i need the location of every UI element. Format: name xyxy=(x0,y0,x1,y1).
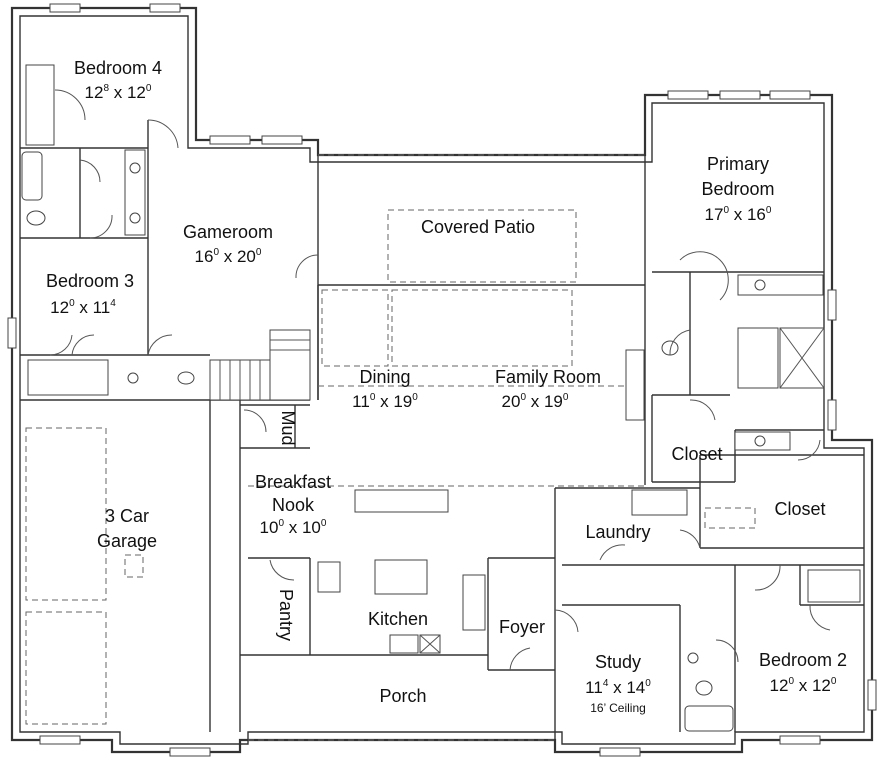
garage-name-1: 3 Car xyxy=(105,506,149,526)
porch-name: Porch xyxy=(379,686,426,706)
exterior-walls xyxy=(10,6,874,754)
ceiling-lines xyxy=(25,154,645,741)
dining-dims: 110 x 190 xyxy=(352,392,418,411)
windows xyxy=(7,3,877,757)
bedroom3-dims: 120 x 114 xyxy=(50,298,116,317)
gameroom-name: Gameroom xyxy=(183,222,273,242)
bedroom4-dims: 128 x 120 xyxy=(85,83,152,102)
dining-name: Dining xyxy=(359,367,410,387)
bedroom2-dims: 120 x 120 xyxy=(770,676,837,695)
doors xyxy=(49,89,831,671)
covered-patio-name: Covered Patio xyxy=(421,217,535,237)
pantry-name: Pantry xyxy=(276,589,296,641)
bedroom3-name: Bedroom 3 xyxy=(46,271,134,291)
family-room-name: Family Room xyxy=(495,367,601,387)
kitchen-name: Kitchen xyxy=(368,609,428,629)
bedroom4-name: Bedroom 4 xyxy=(74,58,162,78)
foyer-name: Foyer xyxy=(499,617,545,637)
breakfast-nook-name-1: Breakfast xyxy=(255,472,331,492)
primary-bedroom-dims: 170 x 160 xyxy=(705,205,772,224)
gameroom-dims: 160 x 200 xyxy=(195,247,262,266)
breakfast-nook-dims: 100 x 100 xyxy=(260,518,327,537)
primary-bedroom-name-1: Primary xyxy=(707,154,769,174)
breakfast-nook-name-2: Nook xyxy=(272,495,315,515)
bedroom2-name: Bedroom 2 xyxy=(759,650,847,670)
study-name: Study xyxy=(595,652,641,672)
garage-name-2: Garage xyxy=(97,531,157,551)
mud-name: Mud xyxy=(278,410,298,445)
walk-closet-name: Closet xyxy=(774,499,825,519)
study-dims: 114 x 140 xyxy=(585,678,651,697)
primary-bedroom-name-2: Bedroom xyxy=(701,179,774,199)
primary-closet-name: Closet xyxy=(671,444,722,464)
family-room-dims: 200 x 190 xyxy=(502,392,569,411)
interior-walls xyxy=(20,120,864,740)
study-ceiling-note: 16’ Ceiling xyxy=(590,701,646,715)
fixtures xyxy=(21,64,861,732)
laundry-name: Laundry xyxy=(585,522,650,542)
room-labels: Bedroom 4 128 x 120 Gameroom 160 x 200 C… xyxy=(46,58,847,715)
